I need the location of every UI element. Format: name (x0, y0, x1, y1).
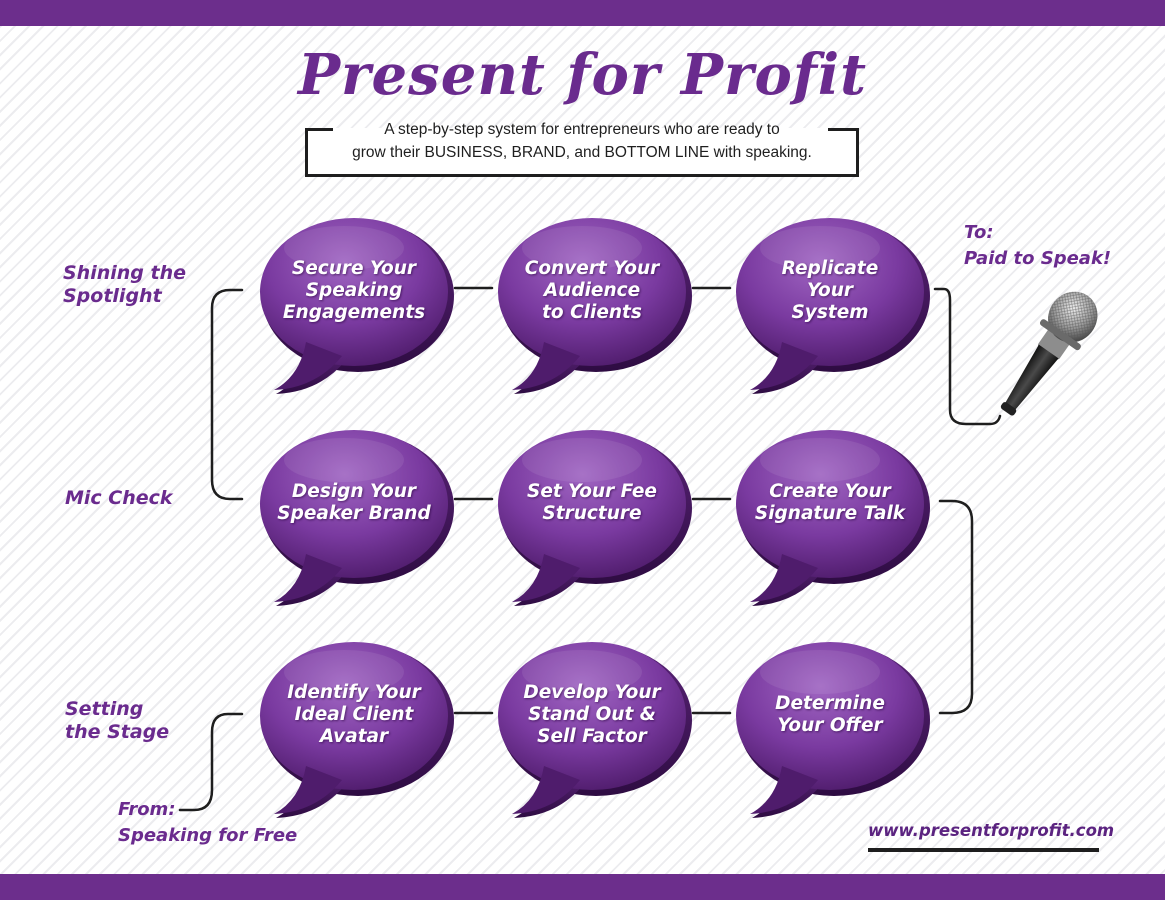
subtitle-line-2: grow their BUSINESS, BRAND, and BOTTOM L… (352, 144, 812, 161)
speech-bubble-shape (736, 430, 930, 606)
stage-label-setting-stage: Setting the Stage (65, 698, 170, 743)
step-bubble: Create Your Signature Talk (726, 420, 936, 620)
speech-bubble-shape (498, 218, 692, 394)
subtitle-frame (305, 128, 859, 177)
step-label: Design Your Speaker Brand (277, 481, 431, 524)
bracket-left (210, 288, 244, 501)
step-label: Replicate Your System (781, 258, 879, 323)
speech-bubble-shape (736, 218, 930, 394)
to-connector (933, 287, 1002, 426)
from-connector (178, 712, 244, 812)
speech-bubble-shape (260, 430, 454, 606)
speech-bubble-shape (736, 642, 930, 818)
step-bubble: Identify Your Ideal Client Avatar (250, 632, 460, 832)
subtitle-frame-left-cap (305, 128, 333, 131)
top-band (0, 0, 1165, 26)
bottom-band (0, 874, 1165, 900)
subtitle-frame-right-cap (828, 128, 856, 131)
step-label: Create Your Signature Talk (754, 481, 906, 524)
step-bubble: Convert Your Audience to Clients (488, 208, 698, 408)
step-label: Determine Your Offer (775, 693, 885, 736)
step-bubble: Replicate Your System (726, 208, 936, 408)
stage-label-spotlight: Shining the Spotlight (63, 262, 186, 307)
step-bubble: Set Your Fee Structure (488, 420, 698, 620)
website-link[interactable]: www.presentforprofit.com (868, 821, 1115, 840)
speech-bubble-shape (498, 642, 692, 818)
step-label: Convert Your Audience to Clients (524, 258, 660, 323)
subtitle-line-1: A step-by-step system for entrepreneurs … (384, 121, 780, 138)
bracket-right (938, 499, 974, 715)
step-bubble: Secure Your Speaking Engagements (250, 208, 460, 408)
step-bubble: Design Your Speaker Brand (250, 420, 460, 620)
microphone-icon (1000, 291, 1098, 416)
step-label: Develop Your Stand Out & Sell Factor (523, 682, 661, 747)
website-underline (868, 848, 1099, 852)
page-title: Present for Profit (297, 42, 868, 108)
subtitle: A step-by-step system for entrepreneurs … (305, 118, 859, 164)
step-label: Secure Your Speaking Engagements (282, 258, 426, 323)
start-label: From: Speaking for Free (118, 799, 298, 846)
speech-bubble-shape (260, 218, 454, 394)
speech-bubble-shape (260, 642, 454, 818)
step-label: Identify Your Ideal Client Avatar (287, 682, 421, 747)
step-bubble: Develop Your Stand Out & Sell Factor (488, 632, 698, 832)
step-label: Set Your Fee Structure (527, 481, 657, 524)
speech-bubble-shape (498, 430, 692, 606)
end-label: To: Paid to Speak! (964, 222, 1112, 269)
step-bubble: Determine Your Offer (726, 632, 936, 832)
stage-label-mic-check: Mic Check (65, 487, 173, 509)
